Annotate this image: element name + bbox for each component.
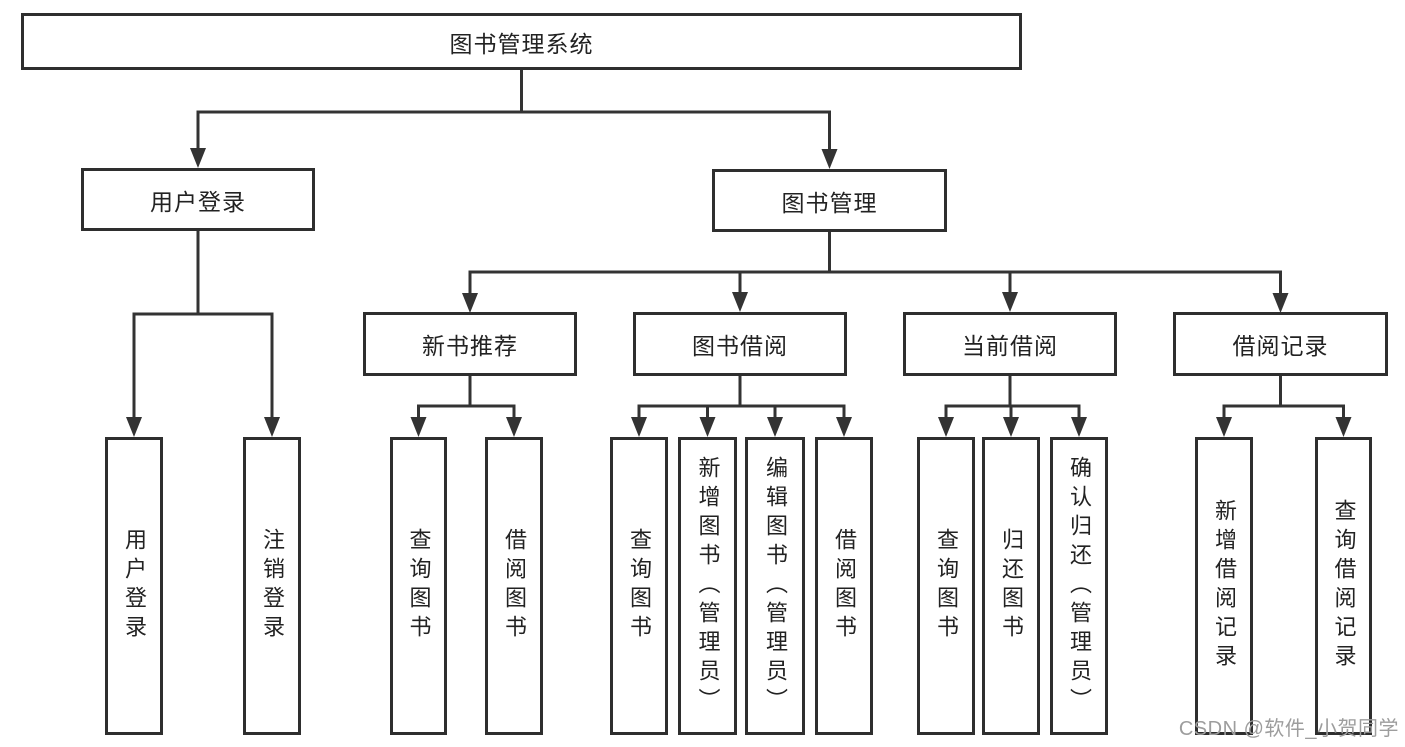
node-user-login: 用户登录: [81, 168, 315, 231]
leaf-logout-label: 注销登录: [260, 528, 285, 644]
leaf-query-borrow-record: 查询借阅记录: [1315, 437, 1372, 735]
leaf-borrow-books: 借阅图书: [815, 437, 873, 735]
leaf-edit-book-admin-label: 编辑图书（管理员）: [763, 455, 788, 717]
leaf-edit-book-admin: 编辑图书（管理员）: [745, 437, 805, 735]
leaf-borrow-books-label: 借阅图书: [832, 528, 857, 644]
leaf-query-books-borrow: 查询图书: [610, 437, 668, 735]
leaf-query-books-current-label: 查询图书: [934, 528, 959, 644]
leaf-add-book-admin-label: 新增图书（管理员）: [695, 455, 721, 717]
node-root-system: 图书管理系统: [21, 13, 1022, 70]
leaf-query-books-recommend-label: 查询图书: [406, 528, 432, 644]
leaf-add-borrow-record: 新增借阅记录: [1195, 437, 1253, 735]
leaf-return-book: 归还图书: [982, 437, 1040, 735]
leaf-logout: 注销登录: [243, 437, 301, 735]
node-book-borrow: 图书借阅: [633, 312, 847, 376]
csdn-watermark: CSDN @软件_小贺同学: [1178, 718, 1399, 740]
node-new-book-recommend: 新书推荐: [363, 312, 577, 376]
leaf-query-books-recommend: 查询图书: [390, 437, 447, 735]
leaf-confirm-return-admin-label: 确认归还（管理员）: [1067, 455, 1092, 717]
node-book-management: 图书管理: [712, 169, 947, 232]
leaf-borrow-books-recommend: 借阅图书: [485, 437, 543, 735]
leaf-user-login: 用户登录: [105, 437, 163, 735]
leaf-add-book-admin: 新增图书（管理员）: [678, 437, 737, 735]
arrowhead-group: [126, 148, 1352, 437]
leaf-return-book-label: 归还图书: [999, 528, 1024, 644]
leaf-user-login-label: 用户登录: [122, 528, 147, 644]
leaf-query-books-borrow-label: 查询图书: [627, 528, 652, 644]
leaf-confirm-return-admin: 确认归还（管理员）: [1050, 437, 1108, 735]
leaf-query-borrow-record-label: 查询借阅记录: [1331, 499, 1357, 673]
node-borrow-records: 借阅记录: [1173, 312, 1388, 376]
leaf-add-borrow-record-label: 新增借阅记录: [1212, 499, 1237, 673]
leaf-borrow-books-recommend-label: 借阅图书: [502, 528, 527, 644]
leaf-query-books-current: 查询图书: [917, 437, 975, 735]
node-current-borrow: 当前借阅: [903, 312, 1117, 376]
